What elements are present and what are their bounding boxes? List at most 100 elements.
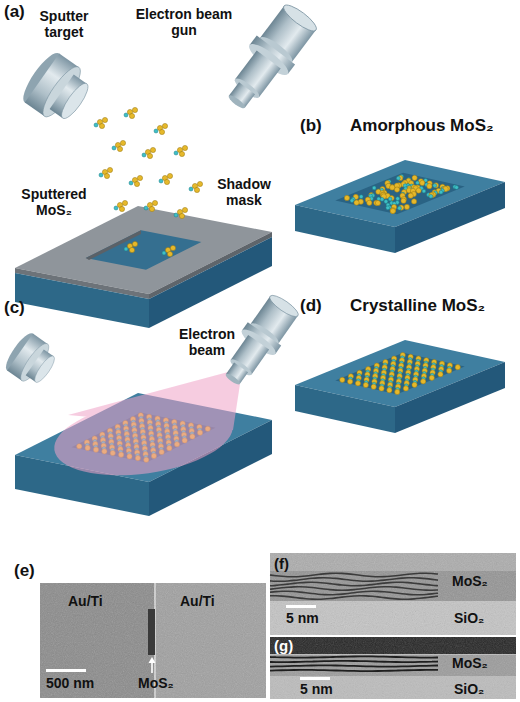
- molybdenum-atom: [354, 200, 359, 205]
- molybdenum-atom: [363, 382, 368, 387]
- panel-letter: (f): [274, 555, 289, 572]
- sulfur-atom: [142, 153, 146, 157]
- molybdenum-atom: [179, 213, 184, 218]
- molybdenum-atom: [438, 372, 443, 377]
- molybdenum-atom: [344, 195, 349, 200]
- leader-arrow: [151, 662, 153, 673]
- molybdenum-atom: [408, 193, 413, 198]
- substrate-side: [295, 385, 395, 433]
- molybdenum-atom: [137, 175, 142, 180]
- sulfur-atom: [144, 206, 148, 210]
- molybdenum-atom: [182, 145, 187, 150]
- molybdenum-atom: [149, 206, 154, 211]
- sulfur-atom: [388, 197, 392, 201]
- molybdenum-atom: [411, 199, 416, 204]
- molybdenum-atom: [387, 388, 392, 393]
- sulfur-atom: [455, 186, 459, 190]
- tem-micrograph: (g) MoS₂ 5 nm SiO₂: [270, 637, 516, 699]
- panel-letter: (b): [300, 116, 322, 136]
- scale-label: 5 nm: [300, 681, 333, 697]
- molybdenum-atom: [99, 123, 104, 128]
- molybdenum-atom: [403, 386, 408, 391]
- molybdenum-atom: [170, 245, 175, 250]
- molybdenum-atom: [412, 175, 417, 180]
- lattice-fringe: [270, 670, 438, 671]
- molybdenum-atom: [379, 386, 384, 391]
- panel-letter: (g): [274, 637, 293, 654]
- molybdenum-atom: [447, 368, 452, 373]
- material-label: MoS₂: [138, 675, 174, 691]
- panel-letter: (d): [300, 296, 322, 316]
- amorphous-film: [335, 173, 464, 214]
- sulfur-atom: [384, 200, 388, 204]
- part-label: Electron beam gun: [128, 6, 240, 38]
- sulfur-atom: [386, 206, 390, 210]
- sem-micrograph: (e)Au/TiAu/Ti500 nmMoS₂: [40, 583, 266, 698]
- molybdenum-atom: [182, 207, 187, 212]
- sulfur-atom: [429, 194, 433, 198]
- mos2-channel: [148, 609, 155, 655]
- molybdenum-atom: [132, 241, 137, 246]
- molybdenum-atom: [164, 179, 169, 184]
- sputter-target: [17, 48, 97, 129]
- molybdenum-atom: [147, 153, 152, 158]
- molybdenum-atom: [194, 187, 199, 192]
- panel-letter: (c): [4, 298, 25, 318]
- film-footprint: [335, 173, 464, 214]
- molybdenum-atom: [395, 389, 400, 394]
- sulfur-atom: [398, 206, 402, 210]
- molybdenum-atom: [129, 247, 134, 252]
- molybdenum-atom: [355, 381, 360, 386]
- molybdenum-atom: [394, 187, 399, 192]
- sulfur-atom: [350, 199, 354, 203]
- molybdenum-atom: [389, 195, 394, 200]
- material-label: MoS₂: [452, 655, 488, 671]
- sulfur-atom: [124, 247, 128, 251]
- molybdenum-atom: [159, 129, 164, 134]
- sulfur-atom: [159, 179, 163, 183]
- molybdenum-atom: [134, 181, 139, 186]
- molybdenum-atom: [390, 185, 395, 190]
- sulfur-atom: [99, 173, 103, 177]
- sputter-target: [2, 330, 62, 391]
- scale-label: 5 nm: [286, 610, 319, 626]
- image-grain: [40, 583, 266, 698]
- panel-letter: (a): [4, 2, 25, 22]
- molybdenum-atom: [390, 208, 395, 213]
- lattice-fringe: [270, 596, 438, 600]
- molybdenum-atom: [120, 140, 125, 145]
- sulfur-atom: [372, 186, 376, 190]
- molybdenum-atom: [433, 183, 438, 188]
- lattice-fringe: [270, 656, 438, 657]
- part-label: Shadow mask: [212, 176, 276, 208]
- molybdenum-atom: [367, 200, 372, 205]
- tem-background: [270, 553, 516, 635]
- molybdenum-atom: [132, 107, 137, 112]
- part-label: Sputtered MoS₂: [16, 186, 92, 218]
- molybdenum-atom: [416, 188, 421, 193]
- material-label: SiO₂: [454, 681, 484, 697]
- electrode-label: Au/Ti: [68, 593, 103, 609]
- molybdenum-atom: [102, 117, 107, 122]
- molybdenum-atom: [390, 208, 395, 213]
- lattice-fringe: [270, 587, 438, 590]
- molybdenum-atom: [429, 375, 434, 380]
- image-grain: [270, 553, 516, 635]
- lattice-fringe: [270, 582, 438, 585]
- sulfur-atom: [380, 197, 384, 201]
- molybdenum-atom: [197, 181, 202, 186]
- molybdenum-atom: [401, 198, 406, 203]
- molybdenum-atom: [429, 193, 434, 198]
- molybdenum-atom: [104, 173, 109, 178]
- molybdenum-atom: [420, 180, 425, 185]
- molybdenum-atom: [179, 151, 184, 156]
- sulfur-atom: [124, 113, 128, 117]
- panel-letter: (e): [14, 561, 35, 581]
- panel-title: Crystalline MoS₂: [350, 296, 485, 316]
- sulfur-atom: [129, 181, 133, 185]
- sulfur-atom: [189, 187, 193, 191]
- sulfur-atom: [359, 195, 363, 199]
- part-label: Sputter target: [28, 8, 100, 40]
- lattice-fringe: [270, 573, 438, 576]
